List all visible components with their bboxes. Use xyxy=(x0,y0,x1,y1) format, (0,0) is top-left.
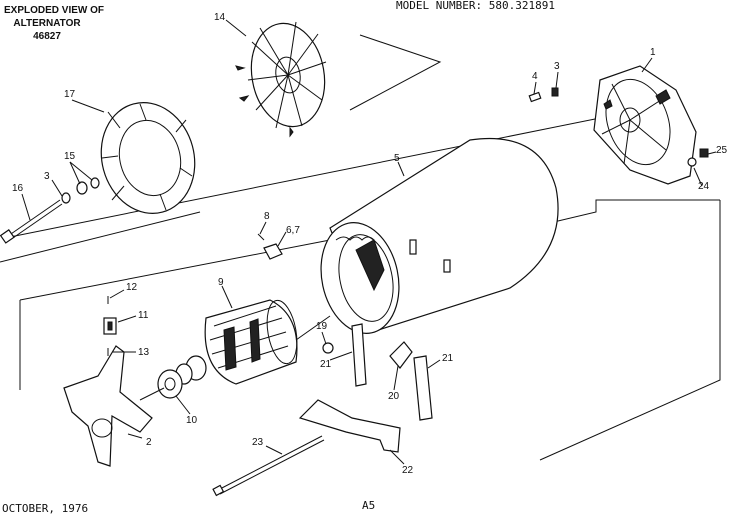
callout-13: 13 xyxy=(138,347,150,358)
callout-10: 10 xyxy=(186,415,198,426)
callout-23: 23 xyxy=(252,437,264,448)
callout-9: 9 xyxy=(218,277,224,288)
end-bell-screws-part xyxy=(528,87,559,103)
nut-part xyxy=(322,342,334,354)
strap-right-part xyxy=(413,355,433,421)
strap-left-part xyxy=(351,323,367,387)
callout-25: 25 xyxy=(716,145,728,156)
terminal-block-part xyxy=(257,233,283,260)
callout-11: 11 xyxy=(138,310,149,321)
callout-21-right: 21 xyxy=(442,353,454,364)
diagram-title-line3: 46827 xyxy=(33,31,61,42)
slip-ring-part xyxy=(175,355,207,385)
rotor-shaft-line xyxy=(139,387,165,401)
brush-holder-part xyxy=(103,296,117,356)
diagram-title-line2: ALTERNATOR xyxy=(13,18,81,29)
end-bell-part xyxy=(593,65,697,185)
callout-21-left: 21 xyxy=(320,359,332,370)
mounting-bracket-part xyxy=(298,399,401,453)
through-bolt-part xyxy=(0,199,63,244)
page-number: A5 xyxy=(362,499,376,512)
callout-leaders xyxy=(21,19,717,465)
callout-17: 17 xyxy=(64,89,76,100)
callout-16: 16 xyxy=(12,183,24,194)
diagram-title-line1: EXPLODED VIEW OF xyxy=(4,5,105,16)
model-number: MODEL NUMBER: 580.321891 xyxy=(396,0,555,12)
callout-19: 19 xyxy=(316,321,328,332)
callout-6-7: 6,7 xyxy=(286,225,300,236)
callout-2: 2 xyxy=(146,437,152,448)
callout-3-right: 3 xyxy=(554,61,560,72)
bearing-part xyxy=(157,369,183,399)
rotor-part xyxy=(204,299,331,385)
callout-1: 1 xyxy=(650,47,656,58)
callout-8: 8 xyxy=(264,211,270,222)
footer-date: OCTOBER, 1976 xyxy=(2,502,89,515)
washers-part xyxy=(61,177,100,204)
shaft-axis-line xyxy=(9,117,601,238)
stator-housing-part xyxy=(320,138,559,334)
stud-part xyxy=(212,435,325,497)
callout-4: 4 xyxy=(532,71,538,82)
callout-3-left: 3 xyxy=(44,171,50,182)
nut-washer-part xyxy=(687,148,709,167)
clip-part xyxy=(389,341,413,369)
callout-14: 14 xyxy=(214,12,226,23)
drive-hub-part xyxy=(63,345,153,467)
callout-20: 20 xyxy=(388,391,400,402)
guard-plate-part xyxy=(100,102,196,214)
callout-5: 5 xyxy=(394,153,400,164)
callout-15: 15 xyxy=(64,151,76,162)
fan-part xyxy=(235,21,327,138)
callout-24: 24 xyxy=(698,181,710,192)
callout-12: 12 xyxy=(126,282,138,293)
callout-22: 22 xyxy=(402,465,414,476)
